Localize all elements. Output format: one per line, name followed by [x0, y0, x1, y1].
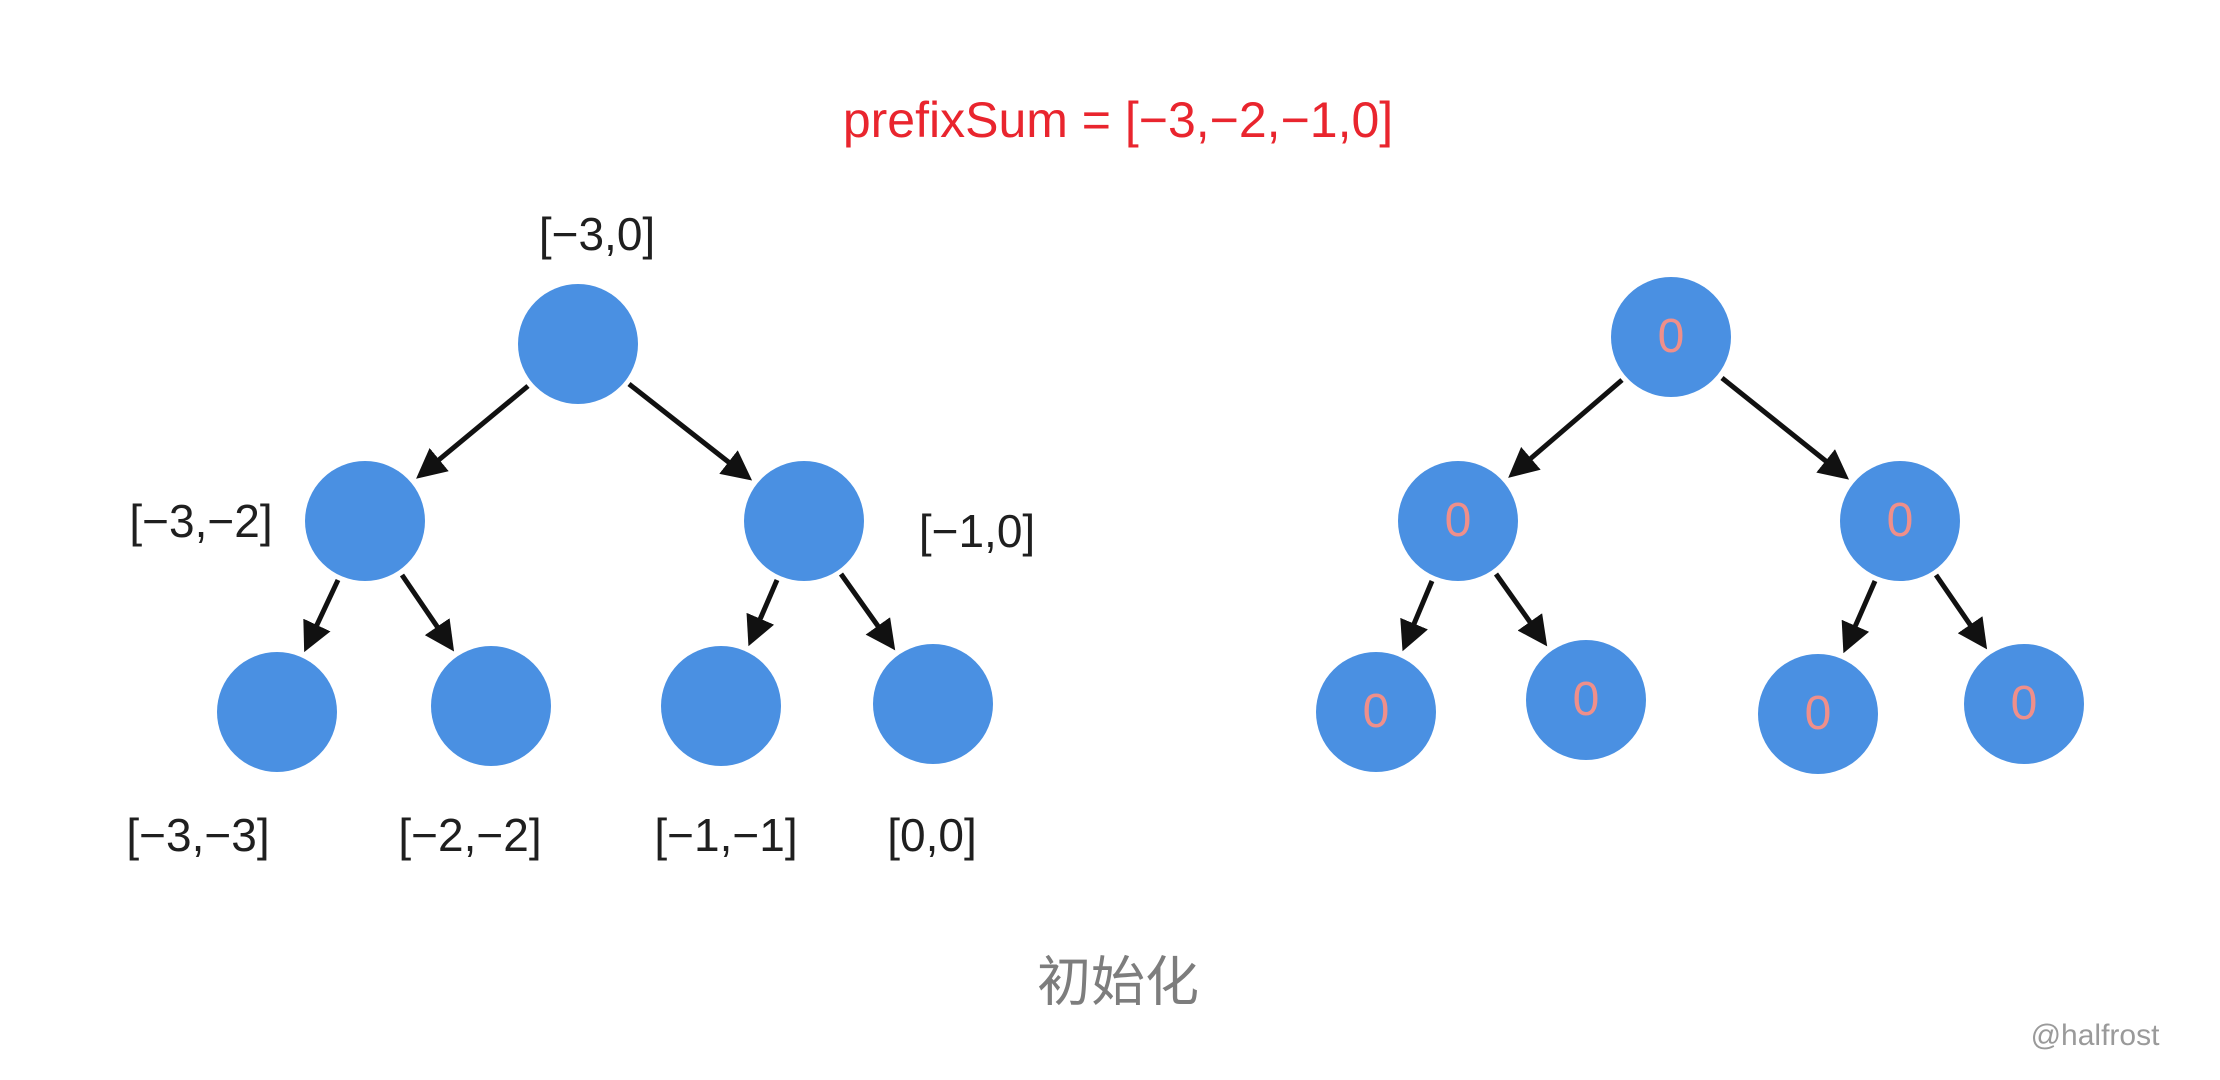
left-tree-node-root: [518, 284, 638, 404]
right-tree-leaf-4-value: 0: [2010, 677, 2038, 730]
right-tree-node-left: 0: [1398, 461, 1518, 581]
left-tree-right-label: [−1,0]: [918, 505, 1036, 557]
left-tree-node-left: [305, 461, 425, 581]
diagram-caption: 初始化: [1037, 952, 1199, 1013]
right-tree-node-root: 0: [1611, 277, 1731, 397]
right-tree-left-value: 0: [1444, 494, 1472, 547]
right-tree-node-leaf-2: 0: [1526, 640, 1646, 760]
left-tree-leaf-label-3: [−1,−1]: [654, 809, 798, 861]
left-tree-node-leaf-2: [431, 646, 551, 766]
right-tree-node-right: 0: [1840, 461, 1960, 581]
right-tree-leaf-2-value: 0: [1572, 673, 1600, 726]
right-tree-leaf-3-value: 0: [1804, 687, 1832, 740]
edge-right-l-to-ll: [1400, 580, 1435, 652]
edge-left-l-to-ll: [303, 578, 341, 653]
edge-left-r-to-rr: [838, 572, 896, 651]
left-tree-leaf-label-1: [−3,−3]: [126, 809, 270, 861]
left-tree-left-label: [−3,−2]: [129, 495, 273, 547]
watermark: @halfrost: [2030, 1019, 2160, 1052]
diagram-title: prefixSum = [−3,−2,−1,0]: [842, 92, 1394, 148]
left-tree-leaf-label-4: [0,0]: [887, 809, 977, 861]
left-tree-node-leaf-1: [217, 652, 337, 772]
edge-left-r-to-rl: [746, 579, 780, 647]
right-tree-leaf-1-value: 0: [1362, 685, 1390, 738]
edge-left-l-to-lr: [399, 573, 455, 652]
left-tree-node-right: [744, 461, 864, 581]
edge-right-l-to-lr: [1493, 572, 1548, 647]
edge-right-root-to-right: [1720, 376, 1850, 480]
right-tree-node-leaf-4: 0: [1964, 644, 2084, 764]
left-tree-node-leaf-3: [661, 646, 781, 766]
right-tree-root-value: 0: [1657, 310, 1685, 363]
left-tree-leaf-label-2: [−2,−2]: [398, 809, 542, 861]
edge-left-root-to-right: [627, 382, 753, 481]
right-tree-right-value: 0: [1886, 494, 1914, 547]
left-tree-node-leaf-4: [873, 644, 993, 764]
right-tree-node-leaf-3: 0: [1758, 654, 1878, 774]
edge-right-root-to-left: [1508, 378, 1624, 478]
edge-left-root-to-left: [416, 384, 530, 479]
right-tree-node-leaf-1: 0: [1316, 652, 1436, 772]
edge-right-r-to-rl: [1841, 579, 1878, 654]
left-tree-root-label: [−3,0]: [538, 208, 656, 260]
edge-right-r-to-rr: [1933, 573, 1988, 650]
